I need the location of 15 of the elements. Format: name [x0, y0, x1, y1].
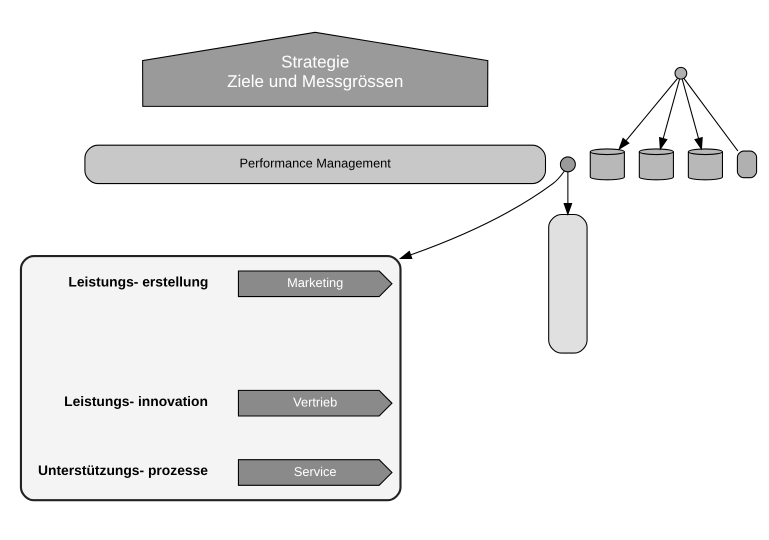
node-box: [548, 213, 588, 354]
arrow: [682, 78, 703, 150]
cluster: [20, 254, 402, 501]
node-label: Leistungs- erstellung: [68, 272, 208, 289]
node-box: [736, 150, 758, 178]
node-box: Performance Management: [84, 144, 546, 184]
arrow: [659, 78, 680, 150]
connector: [684, 78, 738, 151]
arrow: [563, 172, 572, 216]
node-circle: [674, 66, 688, 80]
node-label: Unterstützungs- prozesse: [38, 462, 208, 478]
arrow: [398, 170, 565, 258]
node-circle: [560, 156, 576, 172]
node-label: Leistungs- innovation: [64, 392, 208, 408]
arrow: [618, 78, 678, 150]
